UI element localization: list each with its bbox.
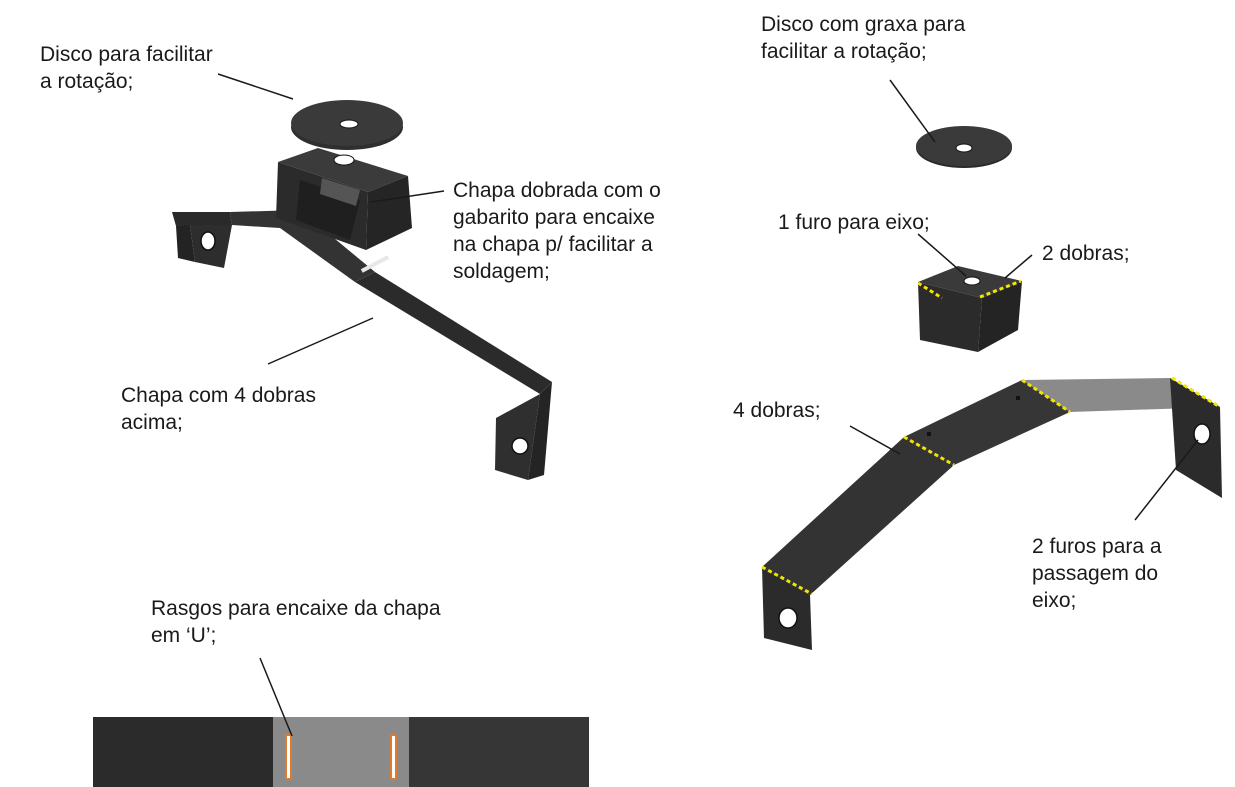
- exploded-u-bracket: [917, 266, 1022, 352]
- leader-disco-left: [217, 73, 294, 100]
- label-furo-eixo: 1 furo para eixo;: [778, 211, 930, 234]
- exploded-strap: [761, 376, 1222, 650]
- label-quatro-dobras: 4 dobras;: [733, 399, 821, 422]
- leader-chapa-dobrada: [370, 190, 445, 203]
- leader-rasgos: [259, 657, 293, 737]
- label-disco-left: Disco para facilitar a rotação;: [40, 43, 213, 93]
- leader-quatro-dobras: [849, 425, 901, 455]
- label-rasgos: Rasgos para encaixe da chapa em ‘U’;: [151, 597, 441, 647]
- assembled-bent-strap: [172, 210, 552, 480]
- label-dois-furos: 2 furos para a passagem do eixo;: [1032, 535, 1162, 612]
- greased-disc: [916, 126, 1012, 168]
- slot-detail: [93, 717, 589, 787]
- leader-duas-dobras: [1004, 254, 1033, 279]
- assembled-u-bracket: [276, 148, 412, 250]
- top-disc-left: [291, 100, 403, 150]
- left-assembly: [172, 100, 552, 480]
- leader-disco-graxa: [889, 79, 936, 143]
- leader-lines: [217, 73, 1199, 737]
- label-chapa-dobrada: Chapa dobrada com o gabarito para encaix…: [453, 179, 661, 283]
- leader-furo-eixo: [917, 233, 967, 277]
- label-disco-graxa: Disco com graxa para facilitar a rotação…: [761, 13, 966, 63]
- leader-chapa-4-dobras: [267, 317, 374, 365]
- label-chapa-4-dobras: Chapa com 4 dobras acima;: [121, 384, 316, 434]
- leader-dois-furos: [1134, 439, 1199, 521]
- label-duas-dobras: 2 dobras;: [1042, 242, 1130, 265]
